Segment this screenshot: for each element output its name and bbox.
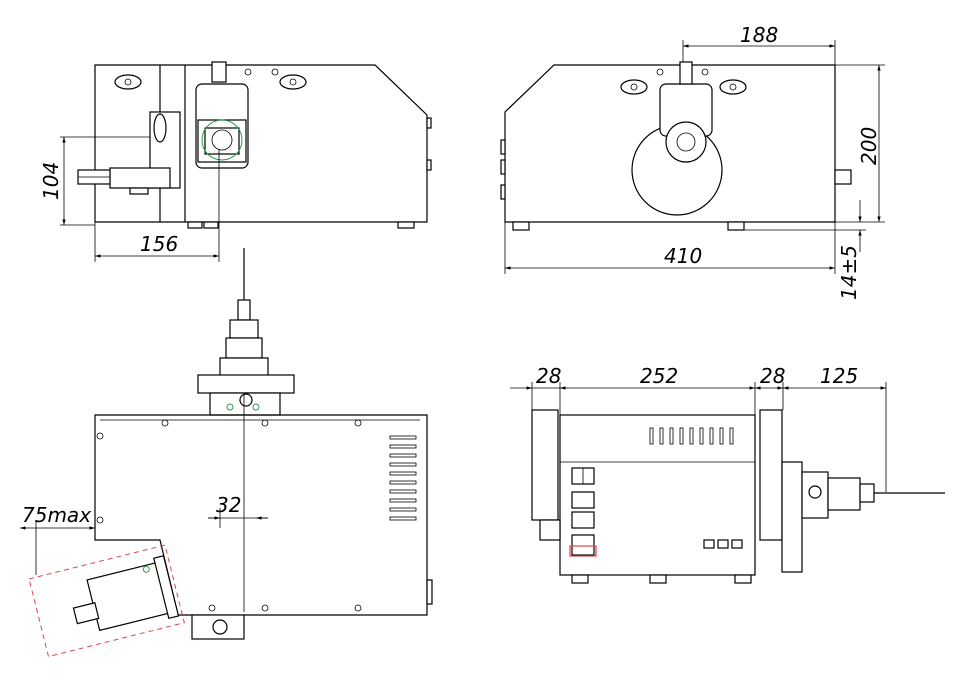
rear-view	[510, 382, 945, 584]
top-view	[20, 248, 433, 658]
side-view	[500, 40, 885, 274]
rear-vent-slots	[649, 427, 734, 445]
dim-125: 125	[820, 364, 858, 388]
dim-75max: 75max	[22, 503, 91, 527]
dim-200: 200	[857, 127, 881, 165]
dim-156: 156	[140, 232, 178, 256]
dim-28-right: 28	[760, 364, 785, 388]
dim-410: 410	[664, 244, 702, 268]
vent-slots	[389, 435, 417, 521]
dim-188: 188	[740, 23, 778, 47]
dim-104: 104	[39, 162, 63, 200]
dim-14-tolerance: 14±5	[837, 245, 861, 300]
dim-32: 32	[216, 493, 241, 517]
dim-252: 252	[640, 364, 678, 388]
dim-28-left: 28	[536, 364, 561, 388]
front-view	[60, 61, 432, 262]
